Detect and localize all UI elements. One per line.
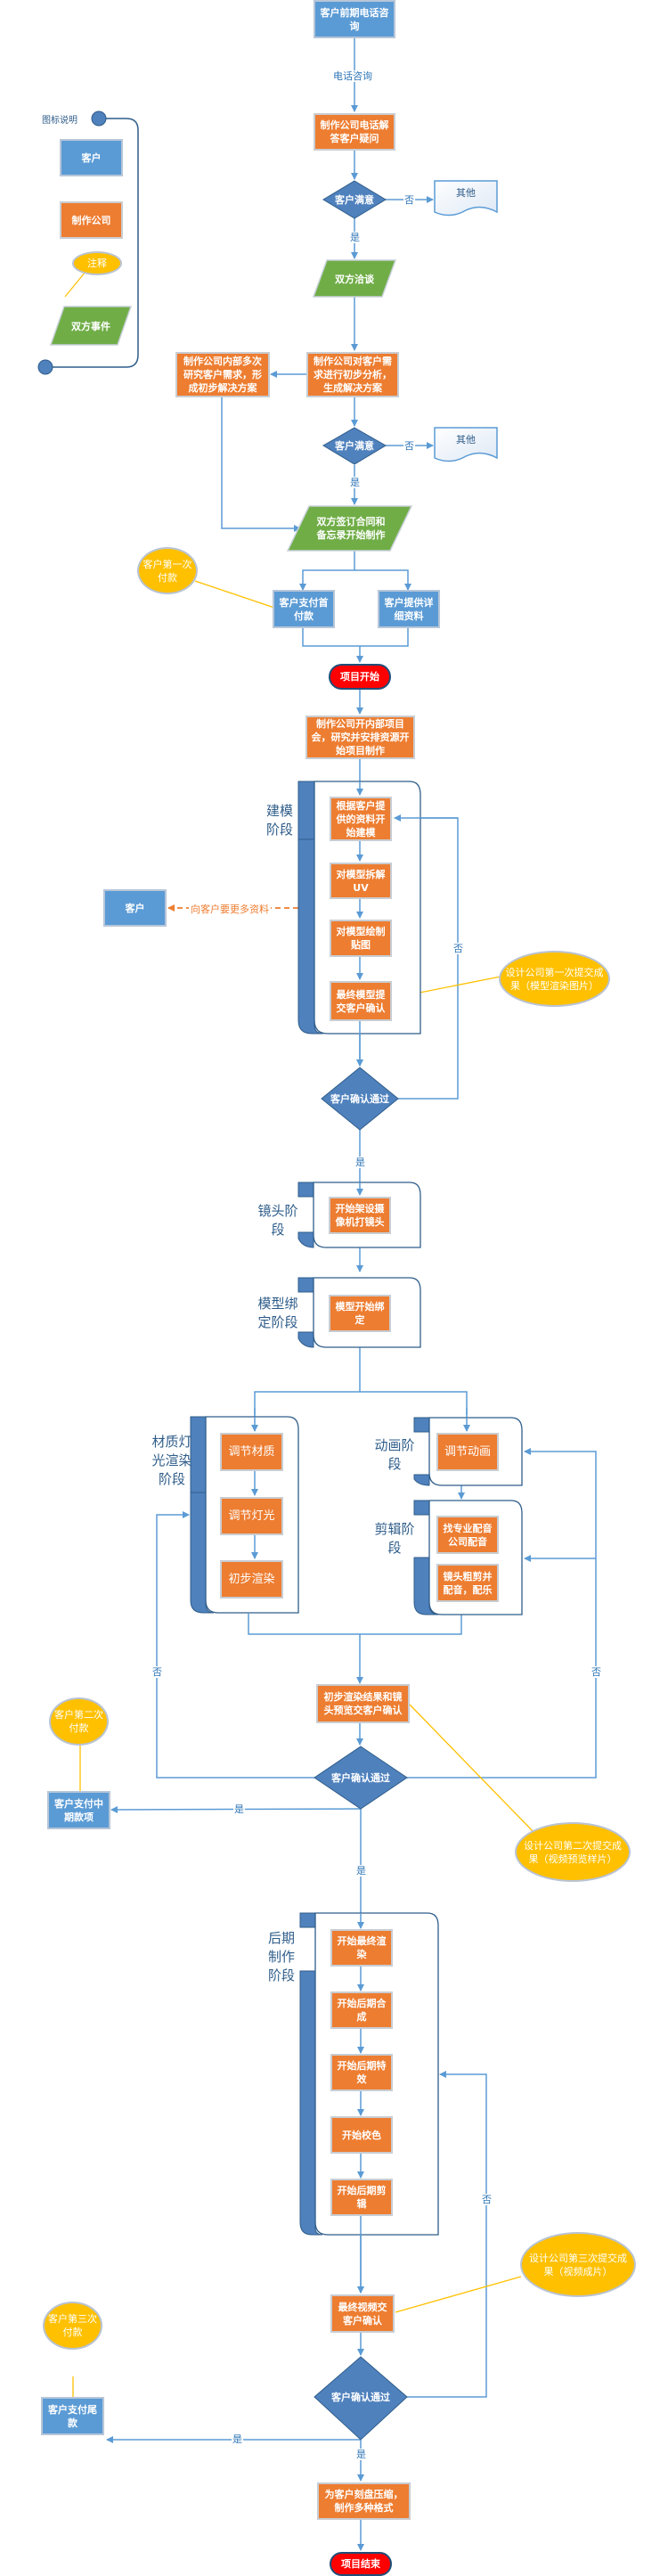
decision-diamond-4 — [314, 1746, 408, 1810]
final-payment-node[interactable]: 客户支付尾款 — [41, 2397, 104, 2435]
post-step-1[interactable]: 开始最终渲染 — [330, 1929, 393, 1967]
post-step-5[interactable]: 开始后期剪辑 — [330, 2179, 393, 2216]
no-label-3: 否 — [452, 943, 464, 954]
yes-label-2: 是 — [349, 477, 361, 488]
other-label-1[interactable]: 其他 — [456, 187, 476, 199]
post-step-3[interactable]: 开始后期特效 — [330, 2054, 393, 2091]
modeling-step-1[interactable]: 根据客户提供的资料开始建模 — [330, 797, 392, 841]
yes-label-1: 是 — [349, 232, 361, 243]
no-label-6: 否 — [481, 2194, 493, 2205]
editing-step-1[interactable]: 找专业配音公司配音 — [436, 1516, 499, 1554]
no-label-1: 否 — [403, 194, 415, 206]
project-end-terminal[interactable]: 项目结束 — [330, 2552, 392, 2576]
post-stage-label: 后期制作阶段 — [267, 1930, 295, 1983]
initial-analysis-node[interactable]: 制作公司对客户需求进行初步分析，生成解决方案 — [306, 352, 399, 397]
legend-joint-shape — [49, 306, 133, 346]
editing-stage-label: 剪辑阶段 — [374, 1521, 415, 1556]
modeling-step-4[interactable]: 最终模型提交客户确认 — [330, 981, 392, 1021]
no-label-2: 否 — [403, 440, 415, 452]
joint-events — [286, 259, 413, 552]
third-payment-note: 客户第三次付款 — [43, 2302, 102, 2350]
documents — [434, 180, 498, 462]
legend — [37, 110, 139, 375]
first-payment-note: 客户第一次付款 — [137, 547, 198, 594]
post-step-4[interactable]: 开始校色 — [330, 2116, 393, 2154]
note-connectors — [72, 580, 535, 2417]
request-more-label: 向客户要更多资料 — [189, 902, 271, 916]
material-step-3[interactable]: 初步渲染 — [220, 1560, 283, 1599]
review3-submit-node[interactable]: 最终视频交客户确认 — [330, 2294, 395, 2333]
animation-step[interactable]: 调节动画 — [436, 1433, 499, 1471]
other-doc-2 — [434, 427, 498, 462]
phone-consult-label: 电话咨询 — [332, 70, 373, 82]
company-answer-node[interactable]: 制作公司电话解答客户疑问 — [314, 113, 395, 151]
provide-materials-node[interactable]: 客户提供详细资料 — [378, 590, 440, 628]
legend-start-dot — [91, 110, 107, 127]
decision-diamond-1 — [322, 180, 387, 219]
legend-note: 注释 — [72, 251, 122, 275]
no-label-4: 否 — [151, 1666, 163, 1678]
kickoff-node[interactable]: 制作公司开内部项目会，研究并安排资源开始项目制作 — [305, 716, 415, 759]
contract-shape — [286, 505, 413, 552]
negotiation-node[interactable]: 双方洽谈 — [335, 273, 374, 285]
yes-label-5: 是 — [355, 1865, 367, 1877]
review2-decision[interactable]: 客户确认通过 — [331, 1772, 390, 1784]
editing-step-2[interactable]: 镜头粗剪并配音，配乐 — [436, 1564, 499, 1602]
mid-payment-node[interactable]: 客户支付中期款项 — [47, 1791, 110, 1829]
decision-diamond-5 — [314, 2356, 408, 2441]
post-step-2[interactable]: 开始后期合成 — [330, 1991, 393, 2029]
sign-contract-node[interactable]: 双方签订合同和备忘录开始制作 — [316, 516, 386, 541]
review3-decision[interactable]: 客户确认通过 — [331, 2392, 390, 2403]
legend-customer: 客户 — [60, 139, 123, 176]
third-submission-note: 设计公司第三次提交成果（视频成片） — [520, 2232, 636, 2297]
legend-end-dot — [37, 359, 53, 375]
material-step-2[interactable]: 调节灯光 — [220, 1497, 283, 1535]
negotiation-shape — [312, 259, 397, 298]
internal-research-node[interactable]: 制作公司内部多次研究客户需求，形成初步解决方案 — [175, 352, 270, 397]
yes-label-4: 是 — [233, 1803, 245, 1815]
legend-title: 图标说明 — [42, 116, 77, 126]
camera-step[interactable]: 开始架设摄像机打镜头 — [329, 1197, 391, 1234]
legend-company: 制作公司 — [60, 201, 123, 239]
yes-label-3: 是 — [354, 1157, 366, 1168]
inner-arrows — [251, 781, 470, 2294]
review2-submit-node[interactable]: 初步渲染结果和镜头预览交客户确认 — [316, 1684, 410, 1723]
yes-label-6: 是 — [232, 2433, 243, 2445]
rigging-step[interactable]: 模型开始绑定 — [329, 1295, 391, 1332]
decision-satisfied-2[interactable]: 客户满意 — [335, 440, 374, 452]
first-submission-note: 设计公司第一次提交成果（模型渲染图片） — [499, 951, 610, 1007]
decision-diamond-2 — [322, 427, 387, 465]
animation-stage-label: 动画阶段 — [374, 1437, 415, 1472]
no-label-5: 否 — [591, 1666, 602, 1678]
legend-joint-event: 双方事件 — [71, 320, 110, 332]
modeling-stage-label: 建模阶段 — [265, 803, 293, 838]
modeling-step-2[interactable]: 对模型拆解UV — [330, 863, 392, 899]
decision-diamond-3 — [321, 1067, 399, 1131]
deliver-node[interactable]: 为客户刻盘压缩，制作多种格式 — [317, 2482, 411, 2520]
other-doc-1 — [434, 180, 498, 217]
rigging-stage-label: 模型绑定阶段 — [257, 1296, 298, 1330]
second-payment-note: 客户第二次付款 — [49, 1697, 109, 1746]
camera-stage-label: 镜头阶段 — [257, 1203, 298, 1238]
decisions — [314, 180, 408, 2441]
material-step-1[interactable]: 调节材质 — [220, 1433, 283, 1471]
material-stage-label: 材质灯光渲染阶段 — [151, 1434, 192, 1487]
pay-deposit-node[interactable]: 客户支付首付款 — [273, 590, 335, 628]
other-label-2[interactable]: 其他 — [456, 434, 476, 446]
customer-box[interactable]: 客户 — [103, 889, 167, 927]
yes-label-7: 是 — [355, 2449, 367, 2460]
modeling-step-3[interactable]: 对模型绘制贴图 — [330, 920, 392, 957]
project-start-terminal[interactable]: 项目开始 — [329, 664, 391, 690]
decision-satisfied-1[interactable]: 客户满意 — [335, 194, 374, 206]
second-submission-note: 设计公司第二次提交成果（视频预览样片） — [515, 1822, 631, 1882]
phone-consult-node[interactable]: 客户前期电话咨询 — [314, 0, 395, 38]
modeling-decision[interactable]: 客户确认通过 — [330, 1093, 389, 1105]
